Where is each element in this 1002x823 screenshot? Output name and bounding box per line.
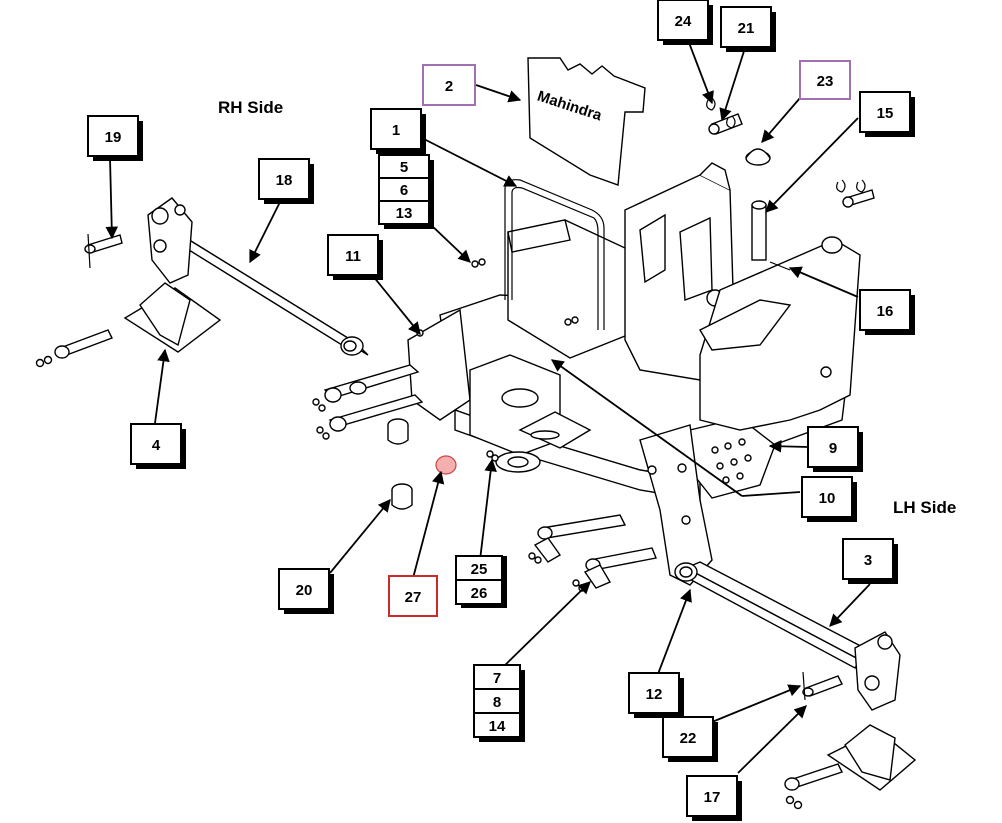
svg-text:4: 4 bbox=[152, 437, 161, 454]
callout-11: 11 bbox=[327, 234, 383, 280]
svg-text:21: 21 bbox=[738, 20, 755, 37]
leader-lines bbox=[105, 39, 871, 774]
svg-text:19: 19 bbox=[105, 129, 122, 146]
callout-17: 17 bbox=[686, 775, 742, 821]
callout-16: 16 bbox=[859, 289, 915, 335]
rh-crossbar bbox=[147, 197, 369, 356]
callout-4: 4 bbox=[130, 423, 186, 469]
callout-stack-25-26: 25 26 bbox=[455, 555, 507, 608]
svg-text:3: 3 bbox=[864, 552, 872, 569]
callout-25: 25 bbox=[471, 561, 488, 578]
lh-crossbar bbox=[674, 561, 917, 810]
svg-text:20: 20 bbox=[296, 582, 313, 599]
callout-12: 12 bbox=[628, 672, 684, 718]
svg-text:16: 16 bbox=[877, 303, 894, 320]
callout-27: 27 bbox=[388, 575, 438, 617]
callout-26: 26 bbox=[471, 585, 488, 602]
rh-side-label: RH Side bbox=[218, 98, 283, 117]
svg-text:2: 2 bbox=[445, 78, 453, 95]
svg-text:24: 24 bbox=[675, 13, 692, 30]
callout-2: 2 bbox=[422, 64, 476, 106]
main-frame bbox=[312, 162, 861, 510]
svg-text:23: 23 bbox=[817, 73, 834, 90]
callout-24: 24 bbox=[657, 0, 713, 45]
callout-13: 13 bbox=[396, 205, 413, 222]
svg-text:11: 11 bbox=[345, 248, 361, 265]
bushing-27-shape bbox=[435, 455, 457, 475]
callout-1: 1 bbox=[370, 108, 426, 154]
callout-7: 7 bbox=[493, 670, 501, 687]
lh-side-label: LH Side bbox=[893, 498, 956, 517]
svg-text:27: 27 bbox=[405, 589, 422, 606]
callout-15: 15 bbox=[859, 91, 915, 137]
frame-drawing: Mahindra bbox=[35, 57, 917, 810]
lh-bracket bbox=[528, 424, 713, 592]
callout-8: 8 bbox=[493, 694, 501, 711]
callout-5: 5 bbox=[400, 159, 408, 176]
svg-text:9: 9 bbox=[829, 440, 837, 457]
callout-3: 3 bbox=[842, 538, 898, 584]
callout-21: 21 bbox=[720, 6, 776, 52]
callout-23: 23 bbox=[799, 60, 851, 100]
callout-14: 14 bbox=[489, 718, 506, 735]
rh-mount-plate bbox=[35, 233, 222, 368]
svg-text:10: 10 bbox=[819, 490, 836, 507]
callout-20: 20 bbox=[278, 568, 334, 614]
svg-text:15: 15 bbox=[877, 105, 894, 122]
svg-text:17: 17 bbox=[704, 789, 721, 806]
callout-10: 10 bbox=[801, 476, 857, 522]
callout-18: 18 bbox=[258, 158, 314, 204]
callout-19: 19 bbox=[87, 115, 143, 161]
svg-text:22: 22 bbox=[680, 730, 697, 747]
svg-text:1: 1 bbox=[392, 122, 400, 139]
top-parts: Mahindra bbox=[416, 57, 875, 337]
callout-6: 6 bbox=[400, 182, 408, 199]
callout-stack-5-6-13: 5 6 13 bbox=[378, 154, 434, 229]
callout-22: 22 bbox=[662, 716, 718, 762]
svg-text:18: 18 bbox=[276, 172, 293, 189]
callout-stack-7-8-14: 7 8 14 bbox=[473, 664, 525, 742]
callout-9: 9 bbox=[807, 426, 863, 472]
svg-text:12: 12 bbox=[646, 686, 663, 703]
